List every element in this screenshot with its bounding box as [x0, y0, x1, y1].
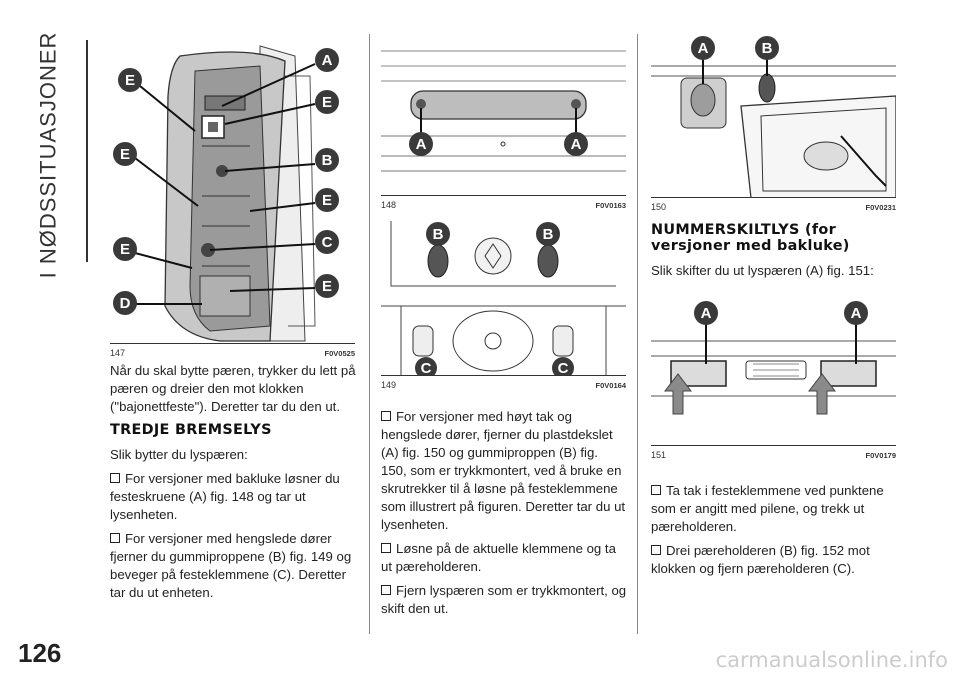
bullet-item: Løsne på de aktuelle klemmene og ta ut p… [381, 540, 627, 576]
callout-a: A [698, 40, 709, 57]
bullet-text: Fjern lyspæren som er trykkmontert, og s… [381, 583, 627, 616]
callout-a: A [416, 136, 427, 153]
figure-code: F0V0179 [865, 451, 896, 460]
paragraph: Når du skal bytte pæren, trykker du lett… [110, 363, 356, 414]
bullet-item: For versjoner med hengslede dører fjerne… [110, 530, 356, 602]
bullet-text: For versjoner med høyt tak og hengslede … [381, 409, 626, 532]
page-number: 126 [18, 638, 62, 668]
bullet-item: For versjoner med bakluke løsner du fest… [110, 470, 356, 524]
bullet-text: For versjoner med bakluke løsner du fest… [110, 471, 340, 522]
bullet-item: Drei pæreholderen (B) fig. 152 mot klokk… [651, 542, 897, 578]
figure-148-illustration: A A [381, 36, 626, 196]
figure-150-illustration: A B [651, 36, 896, 198]
callout-e: E [322, 94, 332, 111]
figure-147: E A E E B E E C E D 147 F0V0525 [110, 36, 355, 358]
paragraph: Slik skifter du ut lyspæren (A) fig. 151… [651, 263, 874, 278]
callout-c: C [322, 234, 333, 251]
callout-b: B [762, 40, 773, 57]
figure-number: 147 [110, 348, 126, 358]
callout-a: A [701, 305, 712, 322]
column-3-text-bottom: Ta tak i festeklemmene ved punktene som … [651, 482, 897, 584]
figure-number: 148 [381, 200, 397, 210]
column-divider-2 [637, 34, 638, 634]
heading-nummerskiltlys: NUMMERSKILTLYS (for versjoner med bakluk… [651, 222, 850, 254]
figure-150: A B 150 F0V0231 [651, 36, 896, 212]
figure-150-caption: 150 F0V0231 [651, 197, 896, 212]
bullet-item: Fjern lyspæren som er trykkmontert, og s… [381, 582, 627, 618]
figure-148-caption: 148 F0V0163 [381, 195, 626, 210]
figure-code: F0V0164 [595, 381, 626, 390]
figure-149: B B C C 149 F0V0164 [381, 216, 626, 390]
callout-e: E [120, 146, 130, 163]
figure-number: 151 [651, 450, 667, 460]
callout-e: E [125, 72, 135, 89]
callout-c: C [558, 360, 569, 376]
bullet-text: Ta tak i festeklemmene ved punktene som … [651, 483, 884, 534]
bullet-text: Løsne på de aktuelle klemmene og ta ut p… [381, 541, 616, 574]
section-side-tab: I NØDSSITUASJONER [28, 32, 68, 279]
column-divider-1 [369, 34, 370, 634]
paragraph: Slik bytter du lyspæren: [110, 447, 248, 462]
column-3-text-top: NUMMERSKILTLYS (for versjoner med bakluk… [651, 220, 897, 286]
column-2-text: For versjoner med høyt tak og hengslede … [381, 408, 627, 624]
column-1-text: Når du skal bytte pæren, trykker du lett… [110, 362, 356, 608]
callout-e: E [322, 192, 332, 209]
figure-147-illustration: E A E E B E E C E D [110, 36, 355, 344]
figure-147-caption: 147 F0V0525 [110, 343, 355, 358]
watermark: carmanualsonline.info [715, 648, 948, 672]
callout-d: D [120, 295, 131, 312]
figure-149-caption: 149 F0V0164 [381, 375, 626, 390]
callout-a: A [851, 305, 862, 322]
section-title: I NØDSSITUASJONER [35, 31, 60, 279]
figure-149-illustration: B B C C [381, 216, 626, 376]
figure-148: A A 148 F0V0163 [381, 36, 626, 210]
bullet-text: For versjoner med hengslede dører fjerne… [110, 531, 352, 600]
callout-e: E [322, 278, 332, 295]
bullet-text: Drei pæreholderen (B) fig. 152 mot klokk… [651, 543, 870, 576]
bullet-item: For versjoner med høyt tak og hengslede … [381, 408, 627, 534]
figure-151-illustration: A A [651, 296, 896, 446]
bullet-item: Ta tak i festeklemmene ved punktene som … [651, 482, 897, 536]
callout-a: A [322, 52, 333, 69]
figure-code: F0V0231 [865, 203, 896, 212]
figure-151: A A 151 F0V0179 [651, 296, 896, 460]
side-rule [86, 40, 88, 262]
callout-b: B [433, 226, 444, 243]
heading-tredje-bremselys: TREDJE BREMSELYS [110, 422, 272, 438]
figure-151-caption: 151 F0V0179 [651, 445, 896, 460]
callout-c: C [421, 360, 432, 376]
callout-b: B [543, 226, 554, 243]
figure-number: 150 [651, 202, 667, 212]
figure-code: F0V0163 [595, 201, 626, 210]
callout-e: E [120, 241, 130, 258]
figure-number: 149 [381, 380, 397, 390]
figure-code: F0V0525 [324, 349, 355, 358]
callout-b: B [322, 152, 333, 169]
callout-a: A [571, 136, 582, 153]
